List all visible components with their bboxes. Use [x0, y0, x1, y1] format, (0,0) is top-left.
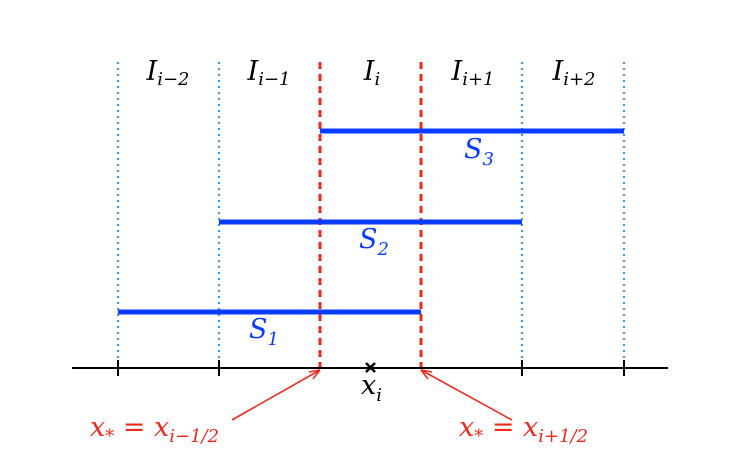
x-axis: xi [72, 360, 668, 406]
cell-label: Ii [363, 56, 380, 90]
stencil-label-s1: S1 [249, 314, 279, 350]
cell-label: Ii+1 [451, 56, 495, 90]
interface-lines [318, 62, 423, 368]
interface-label-left: x* = xi−1/2 [90, 412, 219, 447]
cell-label: Ii+2 [552, 56, 596, 90]
annotation-pointer-right [420, 369, 513, 421]
annotation-pointer-left [231, 369, 321, 421]
stencil-label-s3: S3 [464, 134, 494, 170]
annotation-arrowhead-right [420, 369, 433, 380]
annotation-arrowhead-left [308, 369, 321, 380]
stencil-arrows [117, 128, 625, 315]
cell-labels: Ii−2 Ii−1 Ii Ii+1 Ii+2 [146, 56, 596, 90]
cell-label: Ii−1 [247, 56, 291, 90]
interface-annotations: x* = xi−1/2 x* = xi+1/2 [90, 369, 588, 447]
stencil-labels: S3 S2 S1 [249, 134, 494, 350]
stencil-label-s2: S2 [359, 224, 389, 260]
cell-boundaries [116, 62, 626, 368]
cell-label: Ii−2 [146, 56, 190, 90]
node-marker [365, 362, 376, 373]
node-label: xi [361, 370, 382, 406]
interface-label-right: x* = xi+1/2 [459, 412, 588, 447]
